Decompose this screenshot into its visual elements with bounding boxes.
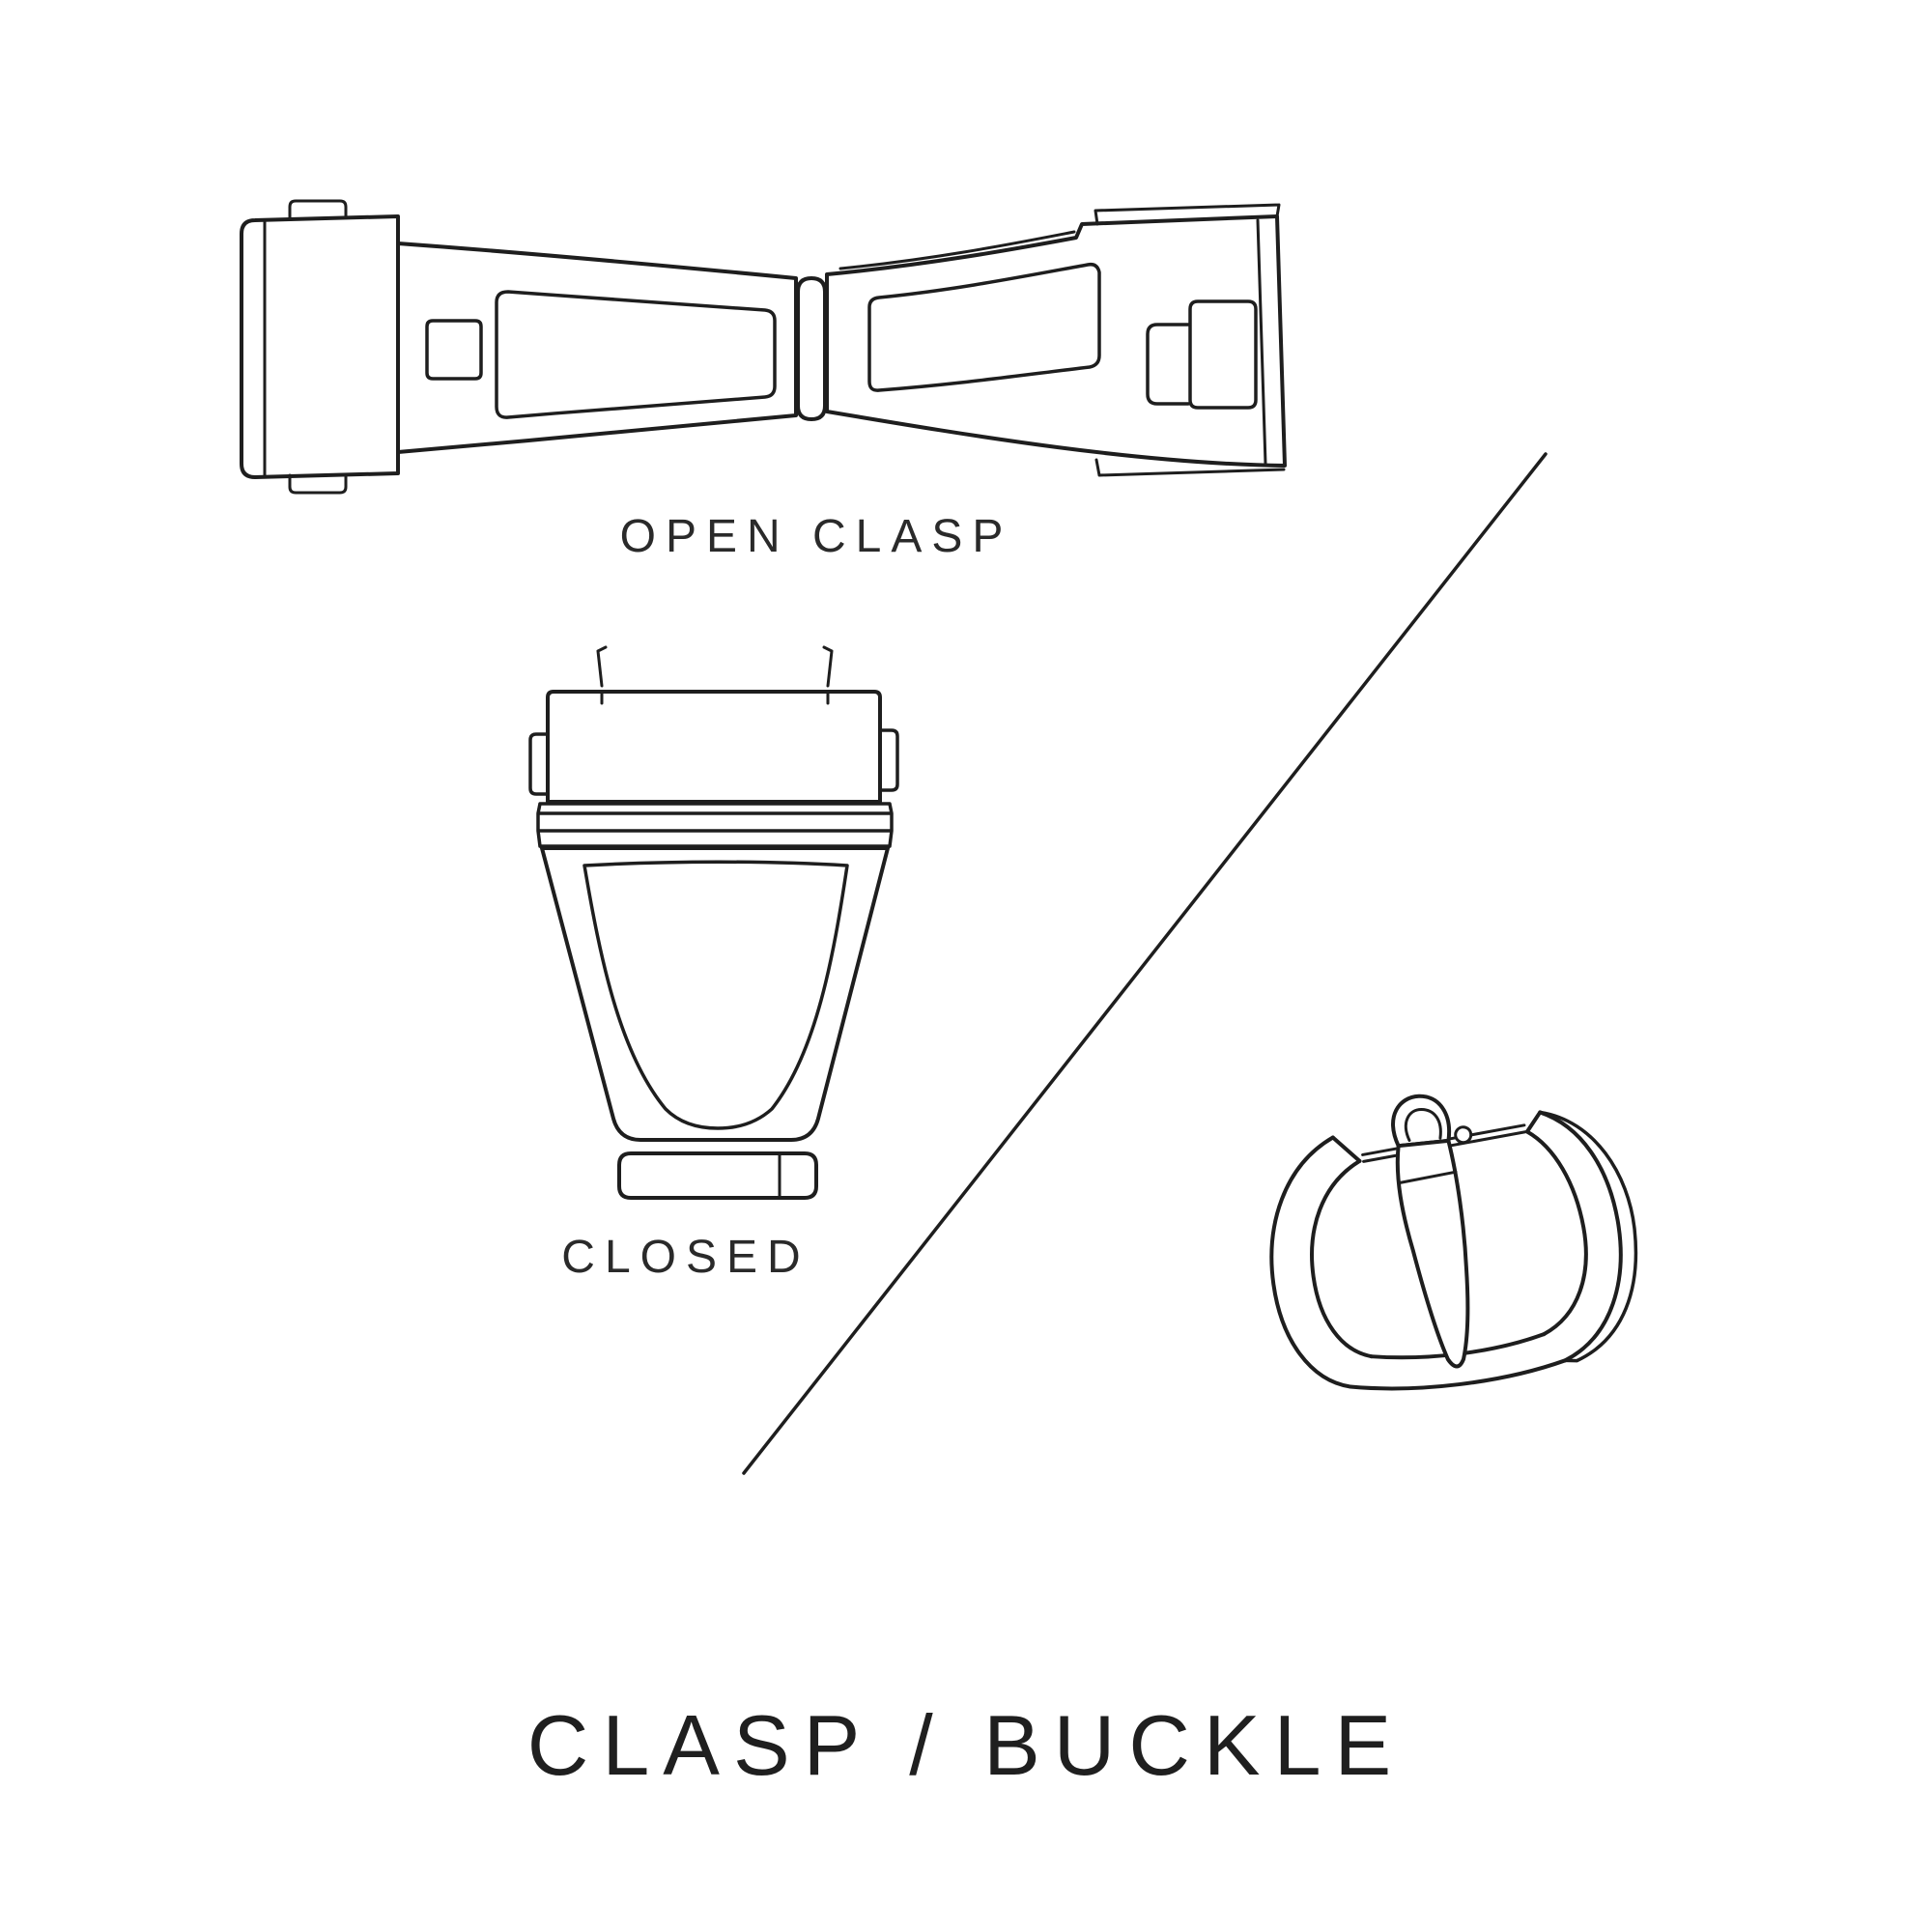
buckle-right-band-inner [1524, 1129, 1588, 1337]
closed-inner-outline [582, 860, 849, 1130]
closed-prong-right [822, 645, 834, 688]
clasp-left-top-tab [288, 199, 348, 220]
clasp-left-notch [425, 319, 483, 381]
closed-body [540, 846, 890, 1142]
clasp-hinge [796, 276, 827, 421]
buckle-left-band-inner [1310, 1158, 1374, 1359]
buckle-left-top-cap [1330, 1135, 1362, 1163]
buckle-left-band-outer [1269, 1135, 1352, 1389]
buckle-illustration [1269, 1094, 1638, 1391]
buckle-right-top-cap [1524, 1110, 1543, 1134]
closed-prong-left [596, 645, 608, 688]
closed-clasp-caption: CLOSED [561, 1232, 810, 1283]
open-clasp-caption: OPEN CLASP [619, 511, 1013, 562]
closed-end-cap [617, 1151, 818, 1200]
clasp-right-bottom-edge [1094, 458, 1286, 477]
clasp-catch-opening [1188, 299, 1258, 410]
open-clasp-illustration [240, 199, 1287, 495]
clasp-right-top-edge [1094, 203, 1281, 226]
buckle-tang-prong [1395, 1138, 1470, 1369]
closed-side-tab-right [878, 728, 899, 792]
clasp-left-bottom-tab [288, 473, 348, 495]
closed-clasp-illustration [528, 645, 899, 1200]
buckle-right-depth-line [1538, 1110, 1638, 1363]
diagram-title: CLASP / BUCKLE [526, 1697, 1406, 1793]
buckle-tang-fold-line [1399, 1170, 1458, 1184]
clasp-catch-hook [1146, 323, 1190, 406]
buckle-right-band-outer [1538, 1110, 1623, 1363]
closed-prong-slots [600, 690, 830, 705]
clasp-left-end-block [240, 214, 400, 479]
clasp-right-end-fold [1256, 218, 1267, 466]
buckle-tang-loop-inner [1404, 1107, 1442, 1143]
clasp-right-top-fold [838, 230, 1076, 270]
clasp-right-inner-outline [867, 262, 1101, 392]
closed-side-tab-left [528, 732, 550, 796]
buckle-bar-pin [1454, 1125, 1473, 1145]
closed-top-plate [546, 690, 882, 804]
clasp-left-inner-outline [495, 290, 777, 419]
buckle-bottom-band-outer [1348, 1358, 1568, 1391]
